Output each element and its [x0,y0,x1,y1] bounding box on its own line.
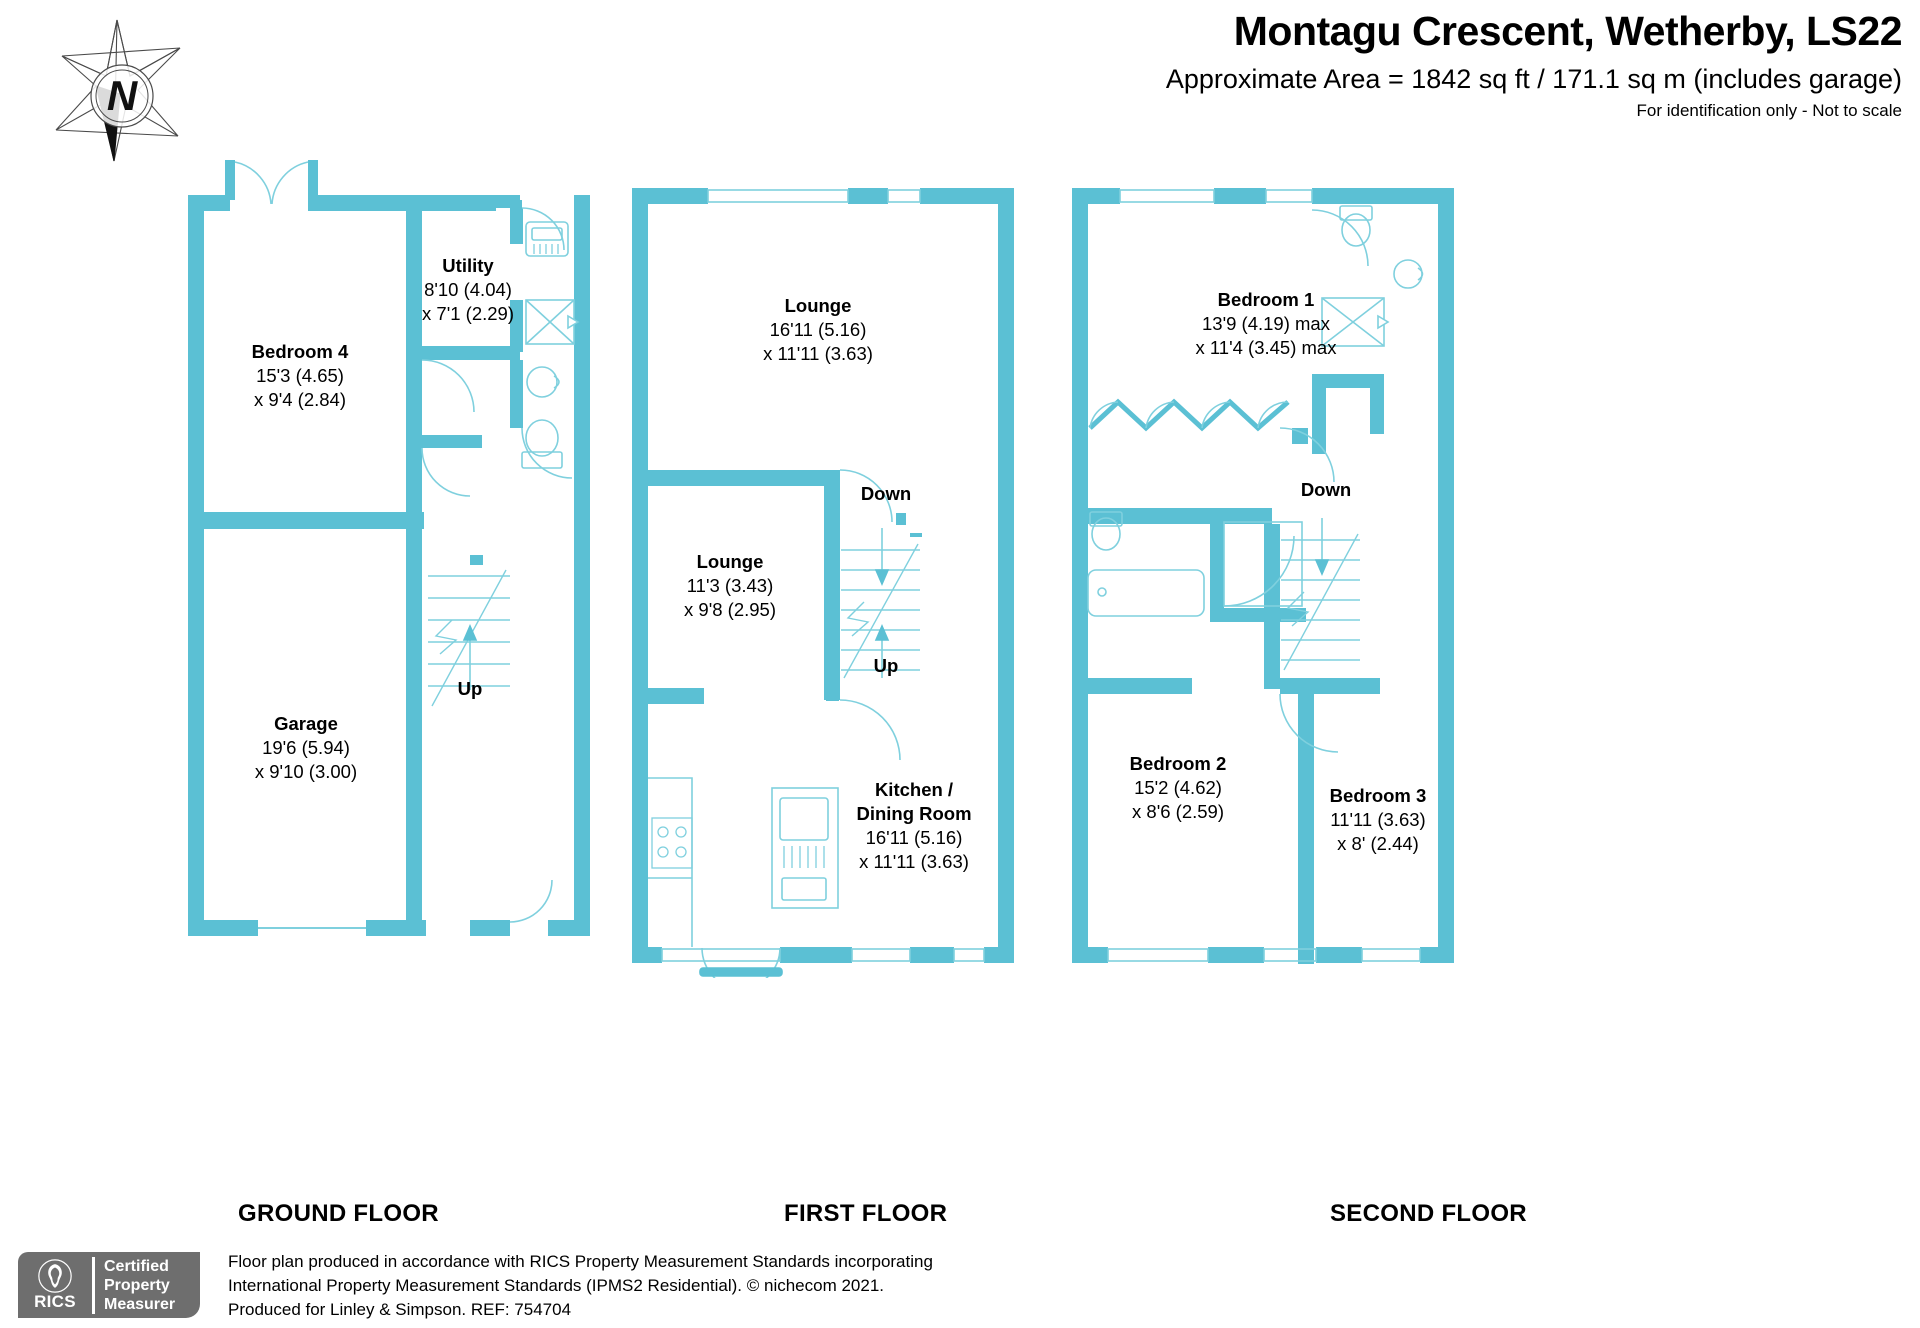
room-name-utility: Utility [442,255,494,276]
rics-wordmark: RICS [34,1292,76,1311]
stair-label-down-second: Down [1301,479,1351,500]
room-dim2-garage: x 9'10 (3.00) [255,761,357,782]
room-dim1-bedroom-1: 13'9 (4.19) max [1202,313,1331,334]
rics-lion-icon [38,1259,72,1293]
page-title: Montagu Crescent, Wetherby, LS22 [1233,8,1903,54]
compass-north-label: N [107,72,139,119]
second-floor-plan: Bedroom 1 13'9 (4.19) max x 11'4 (3.45) … [1060,178,1470,978]
badge-line-2: Property [104,1276,170,1294]
footer-disclaimer: Floor plan produced in accordance with R… [228,1250,933,1322]
certified-property-measurer-text: Certified Property Measurer [92,1256,176,1314]
second-room-labels: Bedroom 1 13'9 (4.19) max x 11'4 (3.45) … [1130,289,1427,854]
footer-note-line-3: Produced for Linley & Simpson. REF: 7547… [228,1300,572,1319]
stair-label-up-ground: Up [458,678,483,699]
first-room-labels: Lounge 16'11 (5.16) x 11'11 (3.63) Loung… [684,295,972,872]
header: Montagu Crescent, Wetherby, LS22 Approxi… [782,0,1903,122]
room-name-lounge-2: Lounge [697,551,764,572]
rics-certified-badge: RICS Certified Property Measurer [18,1252,200,1318]
room-name-kitchen-line2: Dining Room [856,803,971,824]
room-dim2-bedroom-4: x 9'4 (2.84) [254,389,346,410]
footer: RICS Certified Property Measurer Floor p… [18,1250,1898,1322]
room-dim1-utility: 8'10 (4.04) [424,279,512,300]
room-dim2-lounge-1: x 11'11 (3.63) [763,343,873,364]
room-dim2-utility: x 7'1 (2.29) [422,303,514,324]
room-name-lounge-1: Lounge [785,295,852,316]
room-dim2-bedroom-1: x 11'4 (3.45) max [1196,337,1338,358]
floor-caption-ground: GROUND FLOOR [238,1200,439,1227]
compass-icon: N [55,19,181,162]
floor-caption-second: SECOND FLOOR [1330,1200,1527,1227]
room-name-garage: Garage [274,713,338,734]
room-dim1-bedroom-3: 11'11 (3.63) [1330,809,1425,830]
room-dim1-garage: 19'6 (5.94) [262,737,350,758]
room-name-bedroom-1: Bedroom 1 [1218,289,1315,310]
room-name-bedroom-4: Bedroom 4 [252,341,349,362]
room-dim1-kitchen: 16'11 (5.16) [866,827,963,848]
scale-disclaimer: For identification only - Not to scale [1636,101,1902,120]
room-dim2-lounge-2: x 9'8 (2.95) [684,599,776,620]
room-dim1-lounge-2: 11'3 (3.43) [687,575,774,596]
badge-line-1: Certified [104,1257,169,1275]
room-dim1-bedroom-4: 15'3 (4.65) [256,365,344,386]
room-dim2-bedroom-3: x 8' (2.44) [1337,833,1419,854]
room-name-kitchen-line1: Kitchen / [875,779,953,800]
room-dim2-kitchen: x 11'11 (3.63) [859,851,969,872]
badge-line-3: Measurer [104,1295,176,1313]
ground-floor-plan: Bedroom 4 15'3 (4.65) x 9'4 (2.84) Utili… [170,150,590,980]
north-compass: N [52,18,182,163]
rics-logo: RICS [18,1252,92,1318]
first-floor-plan: Lounge 16'11 (5.16) x 11'11 (3.63) Loung… [620,178,1030,978]
room-dim1-lounge-1: 16'11 (5.16) [770,319,867,340]
room-name-bedroom-3: Bedroom 3 [1330,785,1427,806]
room-name-bedroom-2: Bedroom 2 [1130,753,1227,774]
footer-note-line-1: Floor plan produced in accordance with R… [228,1252,933,1271]
footer-note-line-2: International Property Measurement Stand… [228,1276,885,1295]
ground-room-labels: Bedroom 4 15'3 (4.65) x 9'4 (2.84) Utili… [252,255,514,782]
room-dim2-bedroom-2: x 8'6 (2.59) [1132,801,1224,822]
stair-label-down-first: Down [861,483,911,504]
floor-caption-first: FIRST FLOOR [784,1200,948,1227]
room-dim1-bedroom-2: 15'2 (4.62) [1134,777,1222,798]
stair-label-up-first: Up [874,655,899,676]
approximate-area: Approximate Area = 1842 sq ft / 171.1 sq… [1165,64,1902,94]
